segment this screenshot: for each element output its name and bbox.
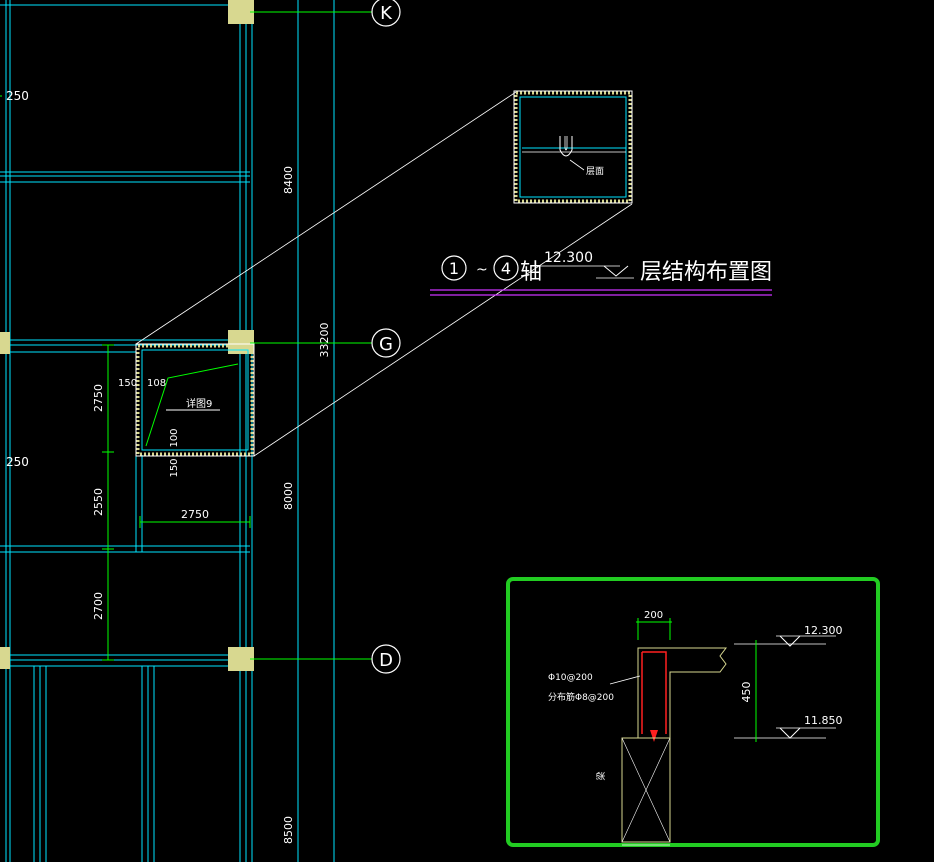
axis-bubble-g[interactable]: G bbox=[371, 328, 401, 358]
section-detail-drawing bbox=[609, 618, 836, 846]
detail-note: 层面 bbox=[586, 166, 604, 177]
dim-8000: 8000 bbox=[282, 482, 295, 510]
axis-bubble-d[interactable]: D bbox=[371, 644, 401, 674]
section-detail-frame[interactable] bbox=[506, 577, 880, 847]
axis-label-g: G bbox=[379, 334, 393, 355]
section-rebar-dist: 分布筋Φ8@200 bbox=[548, 691, 614, 703]
title-elevation: 12.300 bbox=[544, 250, 593, 266]
section-rebar-main: Φ10@200 bbox=[548, 673, 593, 683]
section-elev-top: 12.300 bbox=[804, 624, 843, 637]
section-width: 200 bbox=[644, 610, 663, 621]
axis-leaders bbox=[250, 11, 372, 660]
section-beam-label: 梁 bbox=[595, 771, 607, 780]
dim-2550: 2550 bbox=[92, 488, 105, 516]
title-axis-to: 4 bbox=[501, 259, 511, 278]
pit-dim-150: 150 bbox=[118, 378, 137, 389]
horizontal-dim bbox=[139, 516, 251, 528]
section-height: 450 bbox=[740, 682, 753, 703]
dim-2750-horizontal: 2750 bbox=[181, 508, 209, 521]
pit-detail-note: 详图9 bbox=[186, 397, 212, 410]
axis-bubble-k[interactable]: K bbox=[371, 0, 401, 27]
dim-250-top: 250 bbox=[6, 89, 29, 103]
plan-walls bbox=[0, 0, 335, 862]
plan-columns bbox=[0, 0, 254, 671]
pit-dim-108: 108 bbox=[147, 378, 166, 389]
axis-label-d: D bbox=[379, 650, 393, 671]
detail-callout-lines bbox=[135, 91, 633, 457]
title-axis-word: 轴 bbox=[520, 260, 542, 285]
title-tilde: ~ bbox=[476, 262, 488, 278]
dim-250-mid: 250 bbox=[6, 455, 29, 469]
dim-2700: 2700 bbox=[92, 592, 105, 620]
dim-2750-left: 2750 bbox=[92, 384, 105, 412]
axis-label-k: K bbox=[380, 3, 393, 24]
dim-33200: 33200 bbox=[318, 323, 331, 358]
dim-8500: 8500 bbox=[282, 816, 295, 844]
section-elev-bottom: 11.850 bbox=[804, 714, 843, 727]
detail-magnified-box[interactable] bbox=[513, 90, 633, 204]
plan-title: 1 ~ 4 轴 12.300 层结构布置图 bbox=[430, 250, 772, 296]
left-dim-chain bbox=[0, 95, 114, 661]
pit-dim-150b: 150 bbox=[169, 458, 180, 477]
dim-8400: 8400 bbox=[282, 166, 295, 194]
title-name: 层结构布置图 bbox=[640, 260, 772, 285]
pit-dim-100: 100 bbox=[169, 428, 180, 447]
pit-plan-box[interactable] bbox=[135, 343, 255, 457]
title-axis-from: 1 bbox=[449, 259, 459, 278]
